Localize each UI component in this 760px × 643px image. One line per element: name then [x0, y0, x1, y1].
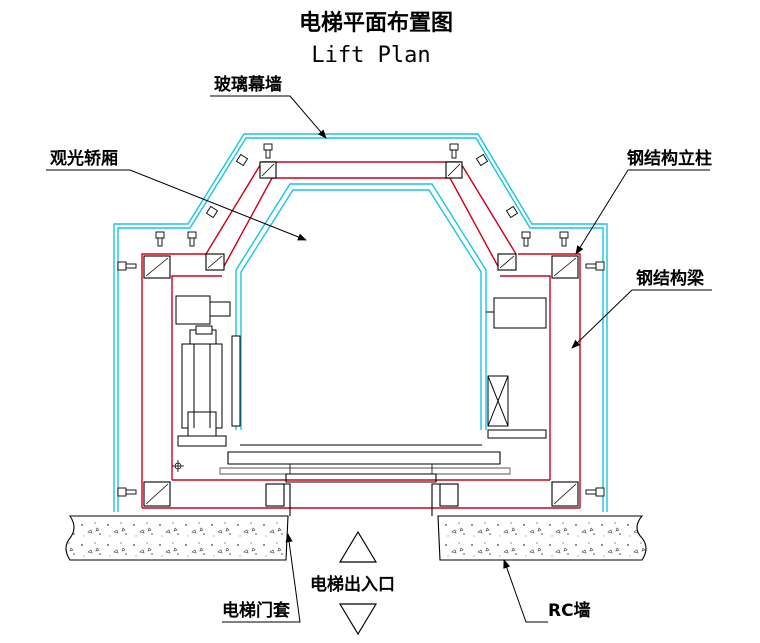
counterweight [486, 297, 547, 439]
door-frame [278, 483, 444, 516]
rc-wall-left [65, 515, 289, 561]
rc-wall-right [437, 515, 647, 561]
title-chinese: 电梯平面布置图 [299, 10, 453, 36]
steel-frame [141, 161, 581, 509]
leader-lines [46, 95, 712, 623]
car-floor [219, 444, 511, 483]
label-rc-wall: RC墙 [548, 600, 591, 621]
label-entrance: 电梯出入口 [310, 574, 395, 595]
title-english: Lift Plan [311, 43, 430, 68]
traction-machine [175, 295, 241, 447]
entrance-arrow-down-icon [338, 603, 378, 636]
entrance-arrow-up-icon [338, 530, 378, 563]
label-steel-beam: 钢结构梁 [636, 268, 705, 289]
car-glass-wall [235, 183, 487, 430]
buffer-symbol [172, 460, 184, 472]
glass-clamps [117, 143, 605, 497]
label-door-frame: 电梯门套 [222, 600, 291, 621]
label-sightseeing-car: 观光轿厢 [49, 148, 118, 169]
column-diagonals [145, 163, 577, 505]
label-steel-column: 钢结构立柱 [627, 148, 712, 169]
label-glass-curtain-wall: 玻璃幕墙 [214, 74, 282, 95]
